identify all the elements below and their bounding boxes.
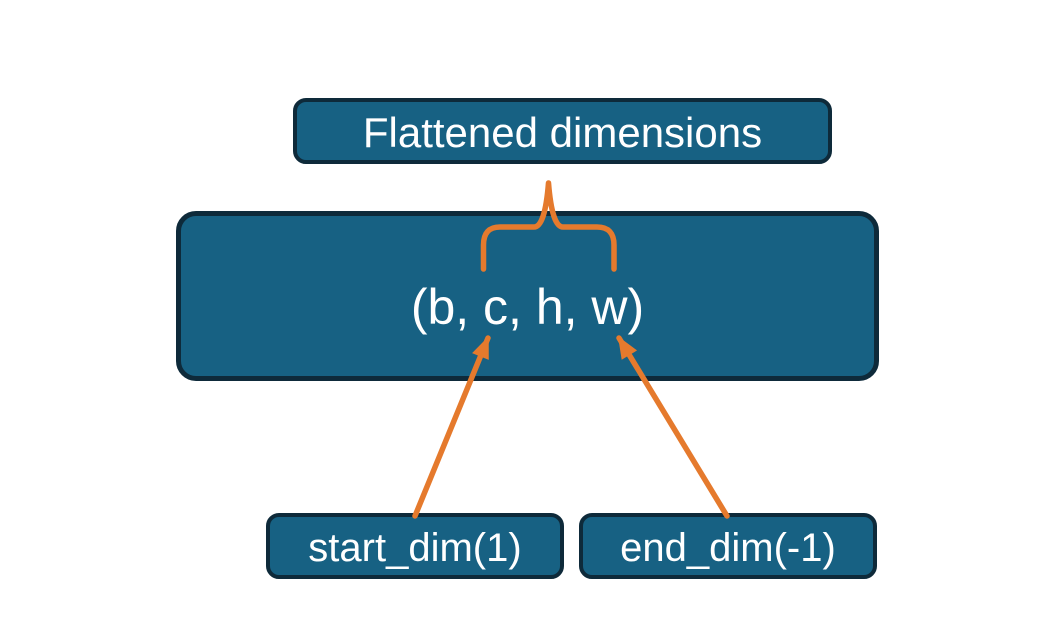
node-flattened-dimensions: Flattened dimensions	[293, 98, 832, 164]
node-end-dim: end_dim(-1)	[579, 513, 877, 579]
tensor-shape-label: (b, c, h, w)	[410, 279, 645, 335]
flattened-dimensions-label: Flattened dimensions	[362, 109, 763, 156]
node-tensor-shape: (b, c, h, w)	[176, 211, 879, 381]
end-dim-label: end_dim(-1)	[620, 526, 836, 570]
start-dim-label: start_dim(1)	[308, 526, 522, 570]
node-start-dim: start_dim(1)	[266, 513, 564, 579]
